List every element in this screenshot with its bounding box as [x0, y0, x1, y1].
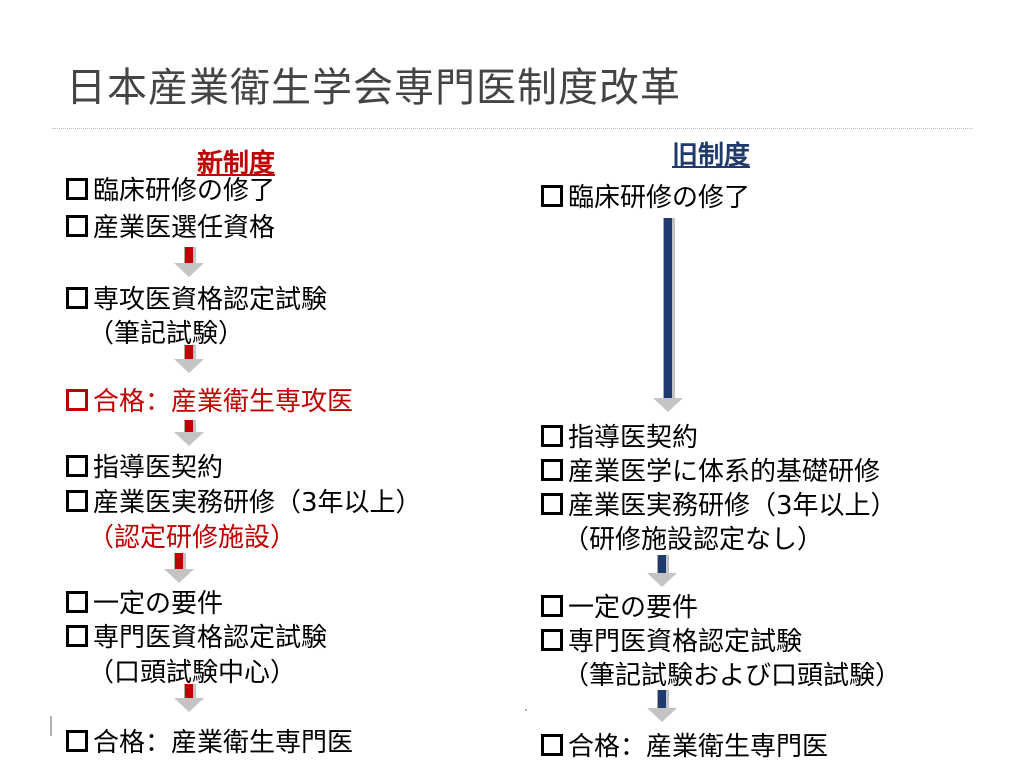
checkbox-icon [66, 389, 88, 411]
old-item-supervisor-contract: 指導医契約 [541, 422, 698, 454]
down-arrow-icon [174, 359, 204, 373]
checkbox-icon [541, 185, 563, 207]
checkbox-icon [541, 595, 563, 617]
checkbox-icon [66, 178, 88, 200]
checkbox-icon [66, 625, 88, 647]
title-divider [52, 128, 972, 129]
new-item-oral-exam: （口頭試験中心） [88, 658, 297, 688]
slide-title: 日本産業衛生学会専門医制度改革 [66, 65, 681, 111]
checkbox-icon [541, 734, 563, 756]
new-system-heading: 新制度 [197, 149, 276, 179]
checkbox-icon [66, 287, 88, 309]
new-item-practical-training: 産業医実務研修（3年以上） [66, 487, 422, 519]
slide-marker [525, 709, 527, 711]
old-item-no-facility-certification: （研修施設認定なし） [563, 525, 824, 555]
checkbox-icon [66, 591, 88, 613]
old-item-pass-specialist: 合格：産業衛生専門医 [541, 731, 828, 763]
new-item-written-exam: （筆記試験） [88, 319, 245, 349]
down-arrow-icon [647, 573, 677, 587]
new-arrow-2 [174, 345, 204, 373]
down-arrow-icon [164, 569, 194, 583]
down-arrow-icon [653, 398, 683, 412]
checkbox-icon [66, 455, 88, 477]
down-arrow-icon [174, 263, 204, 277]
checkbox-icon [66, 730, 88, 752]
checkbox-icon [541, 459, 563, 481]
new-item-occupational-physician: 産業医選任資格 [66, 212, 275, 244]
checkbox-icon [541, 493, 563, 515]
checkbox-icon [66, 215, 88, 237]
new-item-requirements: 一定の要件 [66, 588, 223, 620]
down-arrow-icon [174, 698, 204, 712]
down-arrow-icon [174, 432, 204, 446]
new-item-certified-facility: （認定研修施設） [88, 523, 297, 553]
old-item-basic-training: 産業医学に体系的基礎研修 [541, 456, 880, 488]
new-item-specialist-exam: 専門医資格認定試験 [66, 622, 327, 654]
old-arrow-3 [647, 690, 677, 722]
old-arrow-2 [647, 555, 677, 587]
new-item-specialist-trainee-exam: 専攻医資格認定試験 [66, 284, 327, 316]
new-arrow-3 [174, 420, 204, 446]
slide-marker [50, 716, 52, 736]
old-item-specialist-exam: 専門医資格認定試験 [541, 626, 802, 658]
new-arrow-4 [164, 553, 194, 583]
old-arrow-1 [653, 218, 683, 412]
old-system-heading: 旧制度 [672, 141, 751, 171]
old-item-clinical-training: 臨床研修の修了 [541, 182, 750, 214]
old-item-practical-training: 産業医実務研修（3年以上） [541, 490, 897, 522]
down-arrow-icon [647, 708, 677, 722]
old-item-written-and-oral-exam: （筆記試験および口頭試験） [563, 661, 902, 691]
checkbox-icon [541, 629, 563, 651]
old-item-requirements: 一定の要件 [541, 592, 698, 624]
new-item-clinical-training: 臨床研修の修了 [66, 175, 275, 207]
new-item-supervisor-contract: 指導医契約 [66, 452, 223, 484]
new-item-pass-specialist: 合格：産業衛生専門医 [66, 727, 353, 759]
new-arrow-1 [174, 247, 204, 277]
checkbox-icon [66, 490, 88, 512]
checkbox-icon [541, 425, 563, 447]
new-item-pass-trainee: 合格：産業衛生専攻医 [66, 386, 353, 418]
new-arrow-5 [174, 684, 204, 712]
